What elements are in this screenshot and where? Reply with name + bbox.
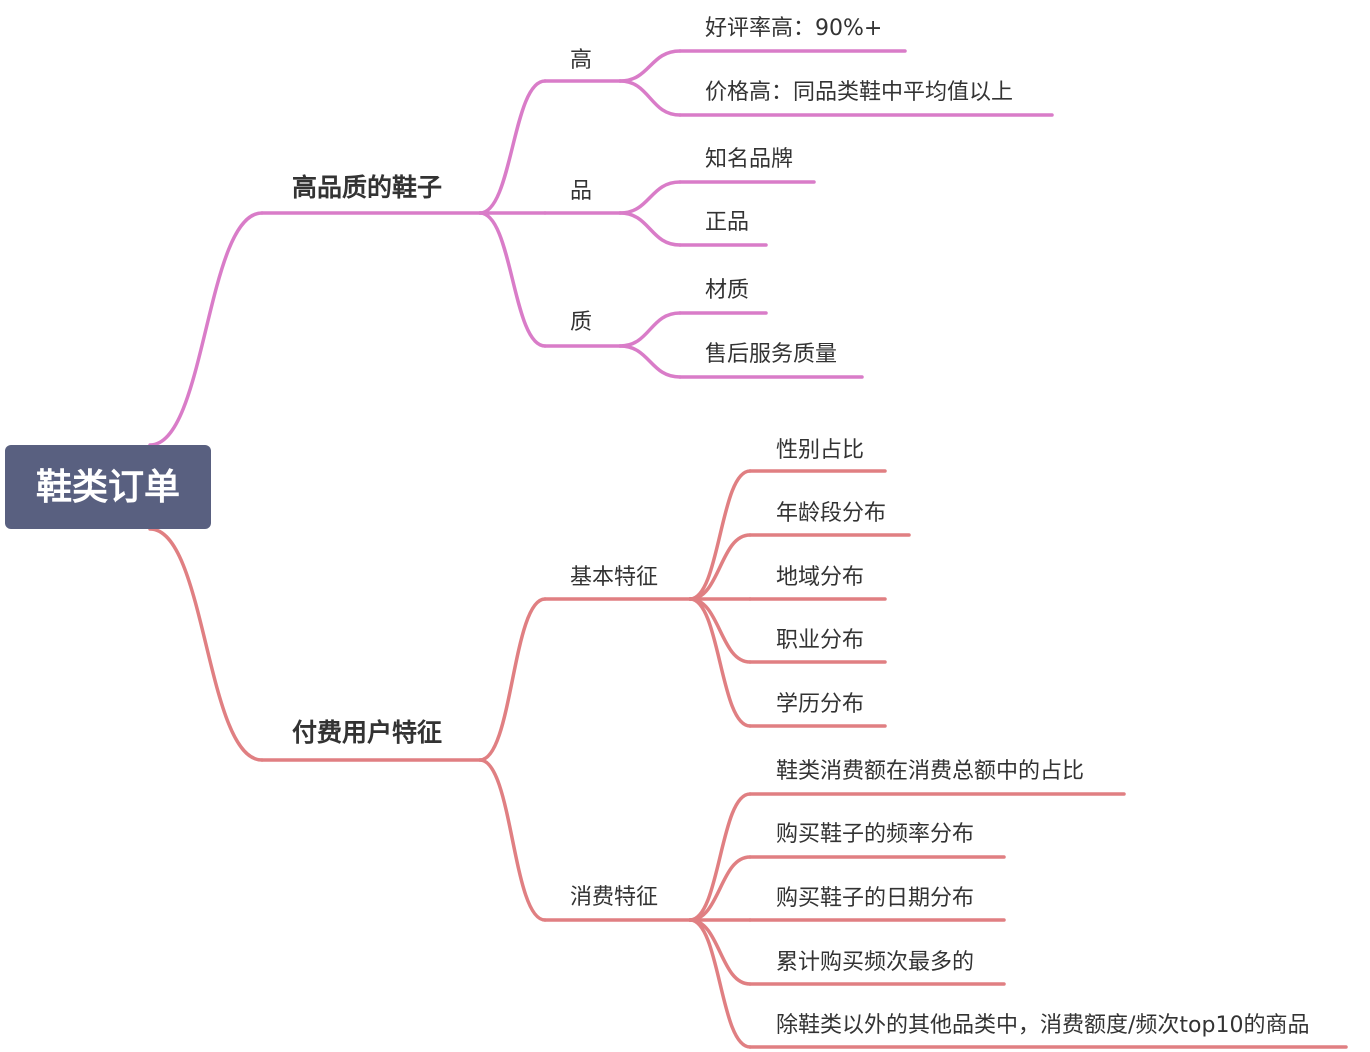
edge-root-to-quality	[148, 211, 264, 447]
edge-sub-quality-1-to-leaf-1	[618, 211, 682, 247]
leaf-node-quality-1-1[interactable]: 正品	[705, 210, 749, 235]
root-node-label: 鞋类订单	[36, 467, 180, 508]
leaf-node-users-1-1[interactable]: 购买鞋子的频率分布	[776, 822, 974, 847]
leaf-node-users-1-2[interactable]: 购买鞋子的日期分布	[776, 886, 974, 911]
sub-node-quality-0[interactable]: 高	[570, 48, 592, 73]
edge-users-to-sub-0	[478, 597, 547, 762]
leaf-node-quality-0-0[interactable]: 好评率高：90%+	[705, 16, 882, 41]
edge-root-to-users	[148, 527, 264, 762]
root-node[interactable]: 鞋类订单	[5, 445, 211, 529]
edge-sub-users-0-to-leaf-3	[688, 597, 752, 664]
sub-node-users-1[interactable]: 消费特征	[570, 885, 658, 910]
sub-node-quality-1[interactable]: 品	[570, 179, 592, 204]
underlines-layer	[260, 49, 1348, 1049]
sub-node-quality-2[interactable]: 质	[570, 310, 592, 335]
edge-sub-users-1-to-leaf-1	[688, 855, 752, 922]
leaf-node-users-0-4[interactable]: 学历分布	[776, 692, 864, 717]
edge-sub-users-1-to-leaf-4	[688, 918, 752, 1049]
leaf-node-quality-2-0[interactable]: 材质	[705, 278, 749, 303]
leaf-node-users-0-0[interactable]: 性别占比	[776, 438, 864, 463]
edge-sub-quality-2-to-leaf-0	[618, 311, 682, 348]
edge-quality-to-sub-2	[478, 211, 547, 348]
edge-sub-quality-1-to-leaf-0	[618, 180, 682, 215]
edges-layer	[148, 49, 752, 1049]
root-node-box	[5, 445, 211, 529]
branch-quality-label[interactable]: 高品质的鞋子	[292, 173, 442, 202]
leaf-node-users-1-0[interactable]: 鞋类消费额在消费总额中的占比	[776, 759, 1084, 784]
edge-sub-quality-0-to-leaf-0	[618, 49, 682, 83]
leaf-node-users-1-3[interactable]: 累计购买频次最多的	[776, 950, 974, 975]
edge-sub-quality-0-to-leaf-1	[618, 79, 682, 117]
leaf-node-users-0-3[interactable]: 职业分布	[776, 628, 864, 653]
leaf-node-users-0-2[interactable]: 地域分布	[776, 565, 864, 590]
leaf-node-quality-2-1[interactable]: 售后服务质量	[705, 342, 837, 367]
edge-sub-quality-2-to-leaf-1	[618, 344, 682, 379]
sub-node-users-0[interactable]: 基本特征	[570, 565, 658, 590]
edge-users-to-sub-1	[478, 758, 547, 922]
leaf-node-quality-1-0[interactable]: 知名品牌	[705, 147, 793, 172]
edge-sub-users-1-to-leaf-3	[688, 918, 752, 986]
edge-sub-users-0-to-leaf-4	[688, 597, 752, 728]
edge-sub-users-0-to-leaf-0	[688, 469, 752, 601]
branch-users-label[interactable]: 付费用户特征	[292, 718, 442, 747]
edge-sub-users-1-to-leaf-0	[688, 792, 752, 922]
edge-sub-users-0-to-leaf-1	[688, 533, 752, 601]
leaf-node-users-1-4[interactable]: 除鞋类以外的其他品类中，消费额度/频次top10的商品	[776, 1013, 1309, 1038]
leaf-node-users-0-1[interactable]: 年龄段分布	[776, 501, 886, 526]
leaf-node-quality-0-1[interactable]: 价格高：同品类鞋中平均值以上	[705, 80, 1013, 105]
edge-quality-to-sub-0	[478, 79, 547, 215]
